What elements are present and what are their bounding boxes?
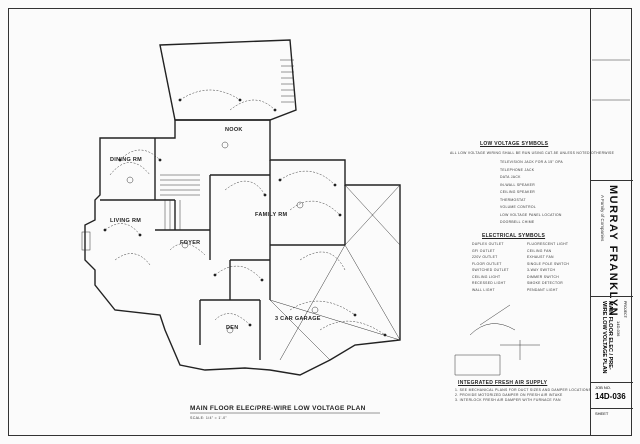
low-voltage-legend-item: DATA JACK [500, 175, 521, 179]
electrical-legend-item: FLOOR OUTLET [472, 261, 502, 266]
job-number-cell: JOB NO. 14D-036 [591, 382, 633, 408]
nook-wing-walls [159, 39, 297, 121]
sheet-number-cell: SHEET [591, 408, 633, 436]
sheet-title-cell: PROJECT: 14D-036 MAIN FLOOR ELEC / PRE-W… [591, 296, 633, 382]
fireplace [81, 231, 91, 251]
drawing-scale: SCALE: 1/4" = 1'-0" [190, 416, 228, 420]
fresh-air-diagram [454, 304, 540, 376]
room-label-living: LIVING RM [110, 218, 142, 224]
title-block-rules [592, 59, 630, 101]
electrical-legend-item: 3-WAY SWITCH [527, 268, 556, 272]
low-voltage-legend-note: ALL LOW VOLTAGE WIRING SHALL BE RUN USIN… [450, 151, 615, 155]
low-voltage-legend-item: CEILING SPEAKER [500, 190, 536, 194]
staircase [160, 174, 200, 230]
room-label-dining: DINING RM [110, 157, 143, 163]
low-voltage-legend-item: DOORBELL CHIME [500, 220, 535, 224]
electrical-fixtures [103, 98, 387, 337]
electrical-legend-item: RECESSED LIGHT [472, 281, 506, 285]
fresh-air-note-item: 2. PROVIDE MOTORIZED DAMPER ON FRESH AIR… [455, 393, 563, 397]
room-label-garage: 3 CAR GARAGE [275, 316, 321, 322]
interior-walls [100, 138, 346, 360]
low-voltage-legend-item: VOLUME CONTROL [500, 205, 537, 209]
electrical-legend-item: GFI OUTLET [472, 248, 495, 253]
project-label: PROJECT: [623, 301, 627, 319]
firm-logo-cell: MURRAY FRANKLYN A Family of Companies [591, 180, 633, 317]
electrical-legend-item: DUPLEX OUTLET [472, 242, 504, 246]
electrical-legend-item: FLUORESCENT LIGHT [527, 242, 569, 246]
low-voltage-legend-item: THERMOSTAT [500, 197, 526, 202]
electrical-legend-item: SINGLE POLE SWITCH [527, 261, 570, 266]
fresh-air-title: INTEGRATED FRESH AIR SUPPLY [458, 380, 548, 386]
firm-tagline: A Family of Companies [600, 195, 605, 242]
electrical-legend-item: PENDANT LIGHT [527, 287, 558, 292]
sheet-border [8, 8, 632, 436]
low-voltage-legend-title: LOW VOLTAGE SYMBOLS [480, 141, 549, 147]
electrical-legend-item: SMOKE DETECTOR [527, 281, 563, 285]
electrical-legend-item: SWITCHED OUTLET [472, 268, 509, 272]
electrical-legend-item: CEILING FAN [527, 248, 552, 253]
electrical-legend-item: CEILING LIGHT [472, 274, 501, 279]
low-voltage-legend-item: TELEPHONE JACK [500, 167, 535, 172]
fresh-air-note-item: 3. INTERLOCK FRESH AIR DAMPER WITH FURNA… [455, 398, 561, 402]
deck-boards [280, 59, 294, 103]
electrical-legend-item: WALL LIGHT [472, 287, 495, 292]
electrical-legend-item: EXHAUST FAN [527, 255, 554, 259]
title-block: MURRAY FRANKLYN A Family of Companies PR… [590, 8, 633, 436]
job-number: 14D-036 [595, 392, 626, 401]
sheet-label: SHEET [595, 411, 609, 416]
low-voltage-legend-item: TELEVISION JACK FOR A 15" OPA [500, 160, 563, 164]
garage-slab-lines [269, 184, 401, 361]
job-label: JOB NO. [595, 385, 612, 390]
electrical-legend-item: DIMMER SWITCH [527, 274, 559, 279]
room-label-nook: NOOK [225, 127, 243, 133]
room-label-foyer: FOYER [180, 240, 201, 246]
electrical-legend-title: ELECTRICAL SYMBOLS [482, 233, 546, 239]
electrical-wiring [104, 89, 386, 336]
drawing-title: MAIN FLOOR ELEC/PRE-WIRE LOW VOLTAGE PLA… [190, 405, 366, 412]
room-label-den: DEN [226, 325, 239, 331]
sheet-title: MAIN FLOOR ELEC / PRE-WIRE LOW VOLTAGE P… [601, 301, 613, 374]
room-label-family: FAMILY RM [255, 212, 288, 218]
exterior-walls [84, 119, 401, 376]
project-number: 14D-036 [616, 321, 621, 337]
fresh-air-note-item: 1. SEE MECHANICAL PLANS FOR DUCT SIZES A… [455, 388, 592, 392]
electrical-legend-item: 220V OUTLET [472, 255, 498, 259]
low-voltage-legend-item: LOW VOLTAGE PANEL LOCATION [500, 212, 562, 217]
low-voltage-legend-item: IN-WALL SPEAKER [500, 182, 535, 187]
